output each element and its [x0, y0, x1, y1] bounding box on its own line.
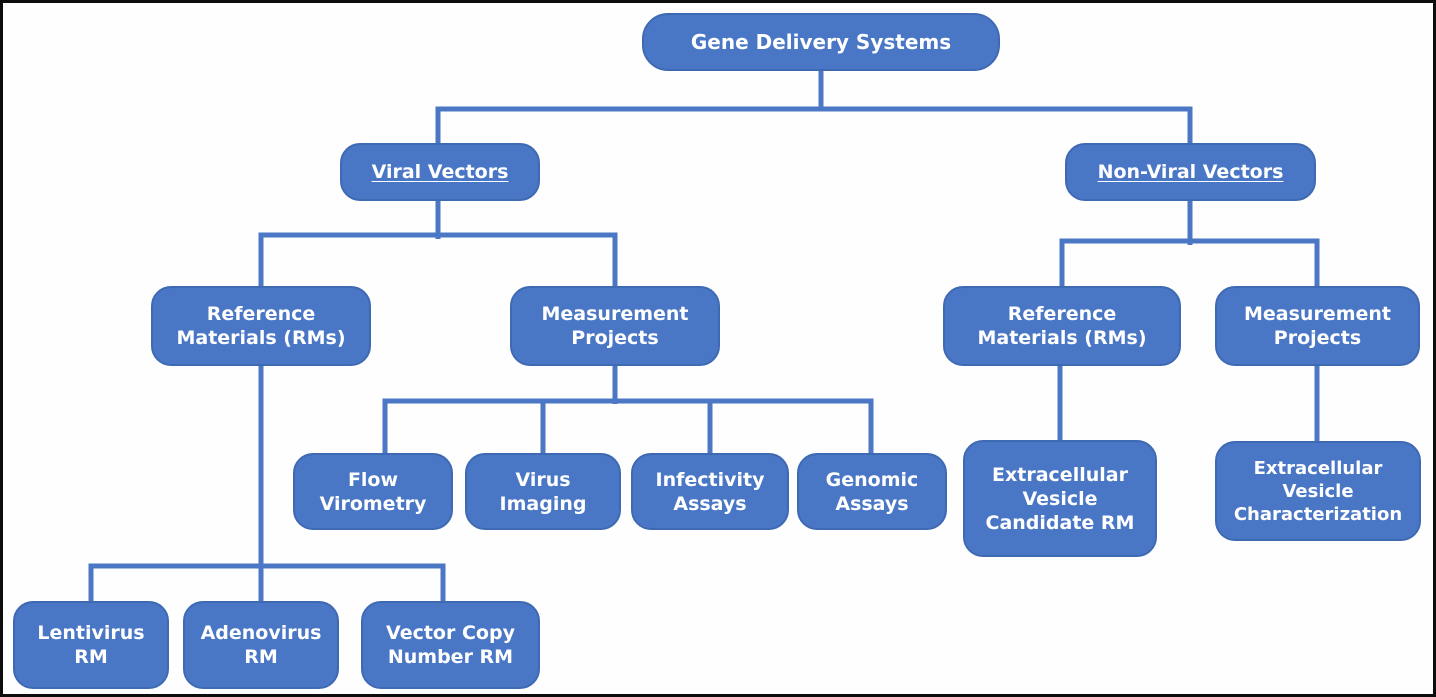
node-viral-vectors: Viral Vectors	[340, 143, 540, 201]
node-viral-reference-materials: Reference Materials (RMs)	[151, 286, 371, 366]
node-virus-imaging: Virus Imaging	[465, 453, 621, 530]
edge-viral-to-rm-and-mp	[258, 232, 618, 289]
node-extracellular-vesicle-characterization: Extracellular Vesicle Characterization	[1215, 441, 1421, 541]
node-nonviral-measurement-projects: Measurement Projects	[1215, 286, 1420, 366]
edge-nonviral-to-rm-and-mp	[1059, 238, 1320, 289]
node-flow-virometry: Flow Virometry	[293, 453, 453, 530]
edge-viral-rm-to-children	[88, 563, 446, 604]
node-infectivity-assays: Infectivity Assays	[631, 453, 789, 530]
node-vector-copy-number-rm: Vector Copy Number RM	[361, 601, 540, 689]
connector-lines	[88, 69, 1320, 604]
node-viral-measurement-projects: Measurement Projects	[510, 286, 720, 366]
node-adenovirus-rm: Adenovirus RM	[183, 601, 339, 689]
node-nonviral-reference-materials: Reference Materials (RMs)	[943, 286, 1181, 366]
node-genomic-assays: Genomic Assays	[797, 453, 947, 530]
node-gene-delivery-systems: Gene Delivery Systems	[642, 13, 1000, 71]
node-extracellular-vesicle-candidate-rm: Extracellular Vesicle Candidate RM	[963, 440, 1157, 557]
edge-root-to-viral-and-nonviral	[435, 106, 1193, 148]
node-lentivirus-rm: Lentivirus RM	[13, 601, 169, 689]
edge-viral-mp-to-children	[382, 398, 874, 456]
node-non-viral-vectors: Non-Viral Vectors	[1065, 143, 1316, 201]
